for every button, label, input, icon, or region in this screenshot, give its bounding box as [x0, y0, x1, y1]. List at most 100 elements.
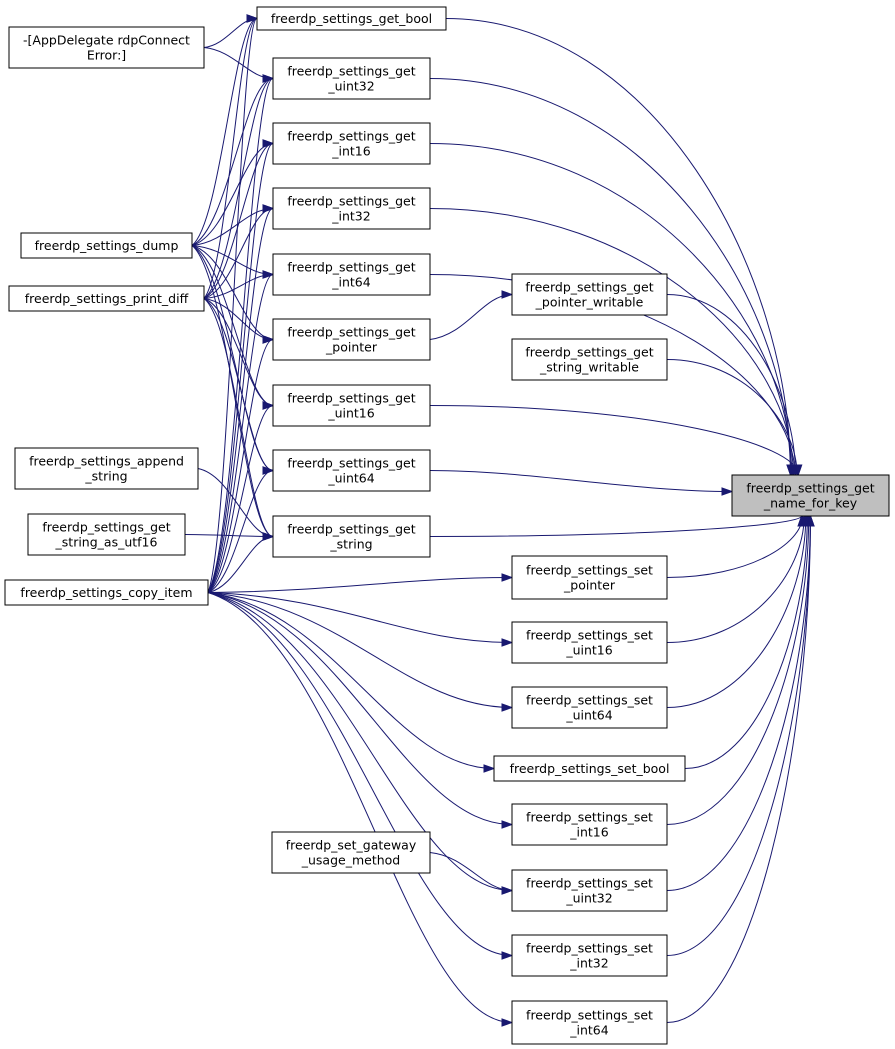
- node-get-int16[interactable]: freerdp_settings_get_int16: [272, 122, 431, 165]
- edge-line: [203, 298, 274, 406]
- node-box: [272, 449, 431, 492]
- node-set-int64[interactable]: freerdp_settings_set_int64: [511, 1000, 668, 1045]
- node-set-bool[interactable]: freerdp_settings_set_bool: [493, 755, 686, 782]
- node-box: [272, 253, 431, 296]
- edge-line: [445, 18, 791, 476]
- node-set-gateway-usage-method[interactable]: freerdp_set_gateway_usage_method: [271, 831, 431, 874]
- node-append-string[interactable]: freerdp_settings_append_string: [14, 447, 199, 490]
- node-label-line: freerdp_settings_dump: [35, 238, 179, 253]
- node-label-line: _int32: [569, 956, 608, 971]
- node-label-line: freerdp_settings_get: [525, 345, 653, 360]
- node-label-line: freerdp_settings_get: [287, 325, 415, 340]
- node-label-line: _pointer_writable: [535, 295, 644, 310]
- edge-set_uint64-to-get_name_for_key: [666, 514, 811, 708]
- edge-line: [191, 78, 274, 246]
- node-get-pointer[interactable]: freerdp_settings_get_pointer: [272, 318, 431, 361]
- node-set-int16[interactable]: freerdp_settings_set_int16: [511, 803, 668, 846]
- edge-copy_item-to-get_uint64: [207, 466, 275, 593]
- edge-line: [429, 470, 733, 492]
- node-box: [511, 621, 668, 664]
- node-box: [511, 338, 668, 381]
- edge-line: [207, 592, 513, 891]
- node-copy-item[interactable]: freerdp_settings_copy_item: [4, 579, 209, 606]
- node-set-int32[interactable]: freerdp_settings_set_int32: [511, 934, 668, 977]
- edge-line: [207, 274, 274, 593]
- node-set-uint32[interactable]: freerdp_settings_set_uint32: [511, 869, 668, 912]
- node-label-line: _int32: [331, 209, 370, 224]
- node-label-line: freerdp_settings_set: [526, 941, 653, 956]
- node-get-bool[interactable]: freerdp_settings_get_bool: [256, 6, 447, 31]
- edge-line: [207, 143, 274, 593]
- edge-line: [207, 208, 274, 593]
- node-label-line: freerdp_settings_get: [42, 520, 170, 535]
- node-box: [511, 803, 668, 846]
- node-label-line: _string_as_utf16: [55, 535, 158, 550]
- edge-line: [429, 294, 513, 340]
- node-box: [272, 515, 431, 558]
- node-label-line: Error:]: [87, 48, 126, 63]
- edge-arrowhead: [262, 139, 275, 148]
- node-get-name-for-key: freerdp_settings_get_name_for_key: [731, 474, 890, 517]
- node-set-uint16[interactable]: freerdp_settings_set_uint16: [511, 621, 668, 664]
- edge-copy_item-to-set_int16: [207, 592, 514, 829]
- edge-line: [666, 515, 810, 825]
- edges-layer: [184, 14, 815, 1027]
- node-label-line: _usage_method: [301, 853, 401, 868]
- node-box: [4, 579, 209, 606]
- edge-arrowhead: [501, 703, 514, 712]
- node-label-line: freerdp_settings_get: [287, 260, 415, 275]
- edge-line: [666, 515, 804, 578]
- node-box: [8, 26, 205, 69]
- edge-set_int32-to-get_name_for_key: [666, 514, 815, 956]
- node-label-line: _uint16: [565, 643, 612, 658]
- edge-copy_item-to-set_int32: [207, 592, 514, 960]
- node-settings-dump[interactable]: freerdp_settings_dump: [20, 232, 193, 259]
- node-label-line: freerdp_settings_set: [526, 876, 653, 891]
- edge-copy_item-to-get_uint16: [207, 401, 275, 593]
- node-box: [272, 57, 431, 100]
- edge-arrowhead: [262, 270, 275, 279]
- node-get-uint16[interactable]: freerdp_settings_get_uint16: [272, 384, 431, 427]
- node-label-line: freerdp_settings_set: [526, 563, 653, 578]
- node-box: [14, 447, 199, 490]
- node-box: [511, 686, 668, 729]
- edge-line: [203, 298, 274, 340]
- node-get-uint64[interactable]: freerdp_settings_get_uint64: [272, 449, 431, 492]
- node-get-pointer-writable[interactable]: freerdp_settings_get_pointer_writable: [511, 273, 668, 316]
- node-get-string-writable[interactable]: freerdp_settings_get_string_writable: [511, 338, 668, 381]
- edge-arrowhead: [501, 638, 514, 647]
- edge-line: [207, 592, 513, 1023]
- node-get-int32[interactable]: freerdp_settings_get_int32: [272, 187, 431, 230]
- edge-arrowhead: [501, 886, 514, 895]
- edge-line: [207, 592, 513, 708]
- node-label-line: freerdp_settings_set: [526, 1008, 653, 1023]
- edge-line: [207, 18, 258, 593]
- node-label-line: _uint64: [565, 708, 612, 723]
- node-settings-print-diff[interactable]: freerdp_settings_print_diff: [8, 285, 205, 312]
- node-label-line: freerdp_settings_set: [526, 628, 653, 643]
- node-label-line: freerdp_settings_get: [287, 456, 415, 471]
- edge-line: [191, 18, 258, 246]
- node-label-line: _int64: [569, 1023, 608, 1038]
- edge-settings_print_diff-to-get_uint64: [203, 298, 275, 475]
- node-get-string-as-utf16[interactable]: freerdp_settings_get_string_as_utf16: [27, 513, 186, 556]
- edge-arrowhead: [794, 464, 803, 477]
- edge-arrowhead: [501, 951, 514, 960]
- edge-line: [429, 515, 803, 537]
- node-box: [8, 285, 205, 312]
- edge-line: [429, 852, 513, 891]
- edge-line: [207, 405, 274, 593]
- node-get-int64[interactable]: freerdp_settings_get_int64: [272, 253, 431, 296]
- edge-arrowhead: [501, 820, 514, 829]
- node-set-uint64[interactable]: freerdp_settings_set_uint64: [511, 686, 668, 729]
- node-label-line: freerdp_settings_get: [746, 481, 874, 496]
- node-label-line: _int16: [331, 144, 370, 159]
- node-label-line: freerdp_settings_print_diff: [25, 291, 189, 306]
- edge-copy_item-to-get_int32: [207, 204, 275, 593]
- node-get-uint32[interactable]: freerdp_settings_get_uint32: [272, 57, 431, 100]
- edge-line: [203, 78, 274, 299]
- node-get-string[interactable]: freerdp_settings_get_string: [272, 515, 431, 558]
- node-set-pointer[interactable]: freerdp_settings_set_pointer: [511, 555, 668, 600]
